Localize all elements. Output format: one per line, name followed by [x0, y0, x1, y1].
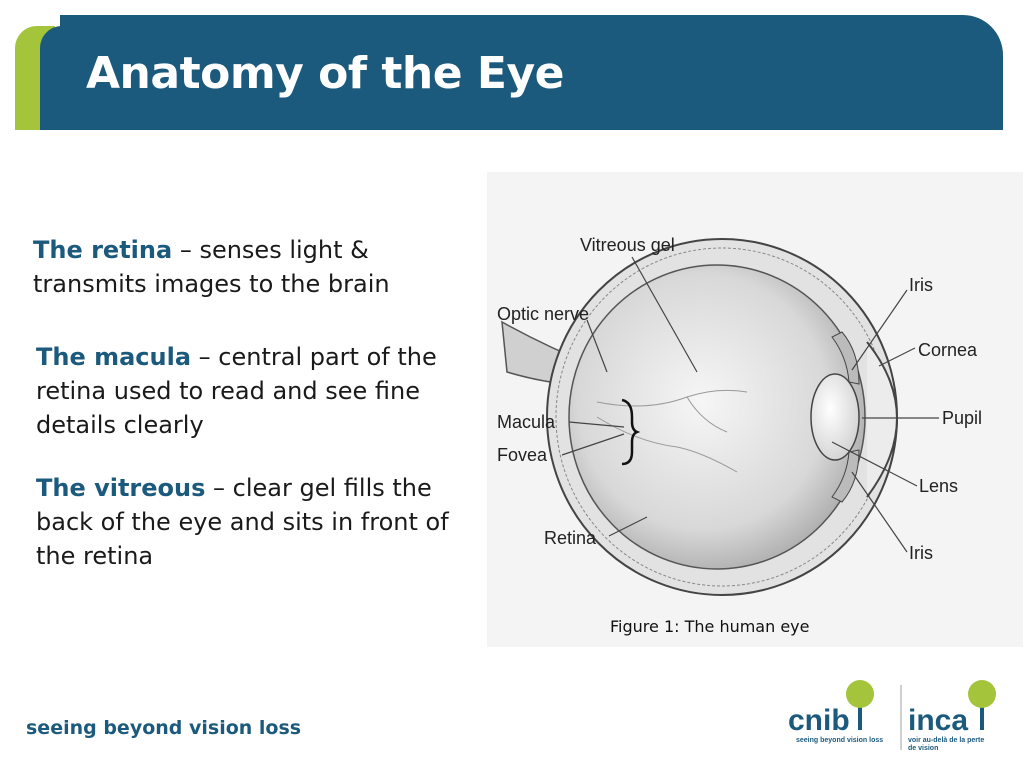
paragraph-retina: The retina – senses light & transmits im…	[33, 233, 473, 301]
cnib-wordmark: cnib	[788, 704, 850, 737]
inca-logo: inca voir au-delà de la perte de vision	[908, 680, 996, 752]
label-fovea: Fovea	[497, 445, 548, 465]
iris-bottom-shape	[831, 449, 860, 503]
leader-lines	[561, 256, 939, 553]
label-optic-nerve: Optic nerve	[497, 304, 589, 324]
inca-wordmark: inca	[908, 704, 968, 737]
term-vitreous: The vitreous	[36, 474, 206, 502]
paragraph-macula: The macula – central part of the retina …	[36, 340, 496, 442]
label-vitreous-gel: Vitreous gel	[580, 235, 675, 255]
lens-shape	[810, 373, 860, 461]
vitreous-shape	[568, 264, 866, 570]
label-macula: Macula	[497, 412, 556, 432]
cnib-logo: cnib seeing beyond vision loss	[788, 680, 883, 744]
cnib-tree-icon	[846, 680, 874, 708]
inca-tree-trunk	[980, 695, 984, 730]
figure-caption: Figure 1: The human eye	[610, 617, 810, 636]
label-pupil: Pupil	[942, 408, 982, 428]
inca-subtitle-line-1: voir au-delà de la perte	[908, 737, 984, 744]
label-lens: Lens	[919, 476, 958, 496]
header-banner	[60, 15, 1003, 130]
inca-subtitle-line-2: de vision	[908, 745, 938, 752]
macula-brace	[621, 398, 641, 466]
definition-retina: – senses light & transmits images to the…	[33, 236, 390, 298]
term-macula: The macula	[36, 343, 192, 371]
eye-figure: Vitreous gel Optic nerve Macula Fovea Re…	[487, 172, 1023, 647]
eye-diagram: Vitreous gel Optic nerve Macula Fovea Re…	[497, 235, 982, 596]
label-cornea: Cornea	[918, 340, 978, 360]
footer-logos: cnib seeing beyond vision loss inca voir…	[788, 680, 996, 752]
label-iris-top: Iris	[909, 275, 933, 295]
inca-tree-icon	[968, 680, 996, 708]
retinal-vessels	[596, 389, 748, 473]
page-title: Anatomy of the Eye	[86, 48, 564, 99]
definition-vitreous: – clear gel fills the back of the eye an…	[36, 474, 449, 570]
label-iris-bottom: Iris	[909, 543, 933, 563]
iris-top-shape	[831, 331, 860, 385]
footer-tagline: seeing beyond vision loss	[26, 717, 302, 739]
term-retina: The retina	[33, 236, 173, 264]
header-banner-curve	[40, 26, 66, 130]
cnib-tree-trunk	[858, 695, 862, 730]
definition-macula: – central part of the retina used to rea…	[36, 343, 437, 439]
cnib-subtitle: seeing beyond vision loss	[796, 737, 883, 744]
label-retina: Retina	[544, 528, 597, 548]
paragraph-vitreous: The vitreous – clear gel fills the back …	[36, 471, 486, 573]
